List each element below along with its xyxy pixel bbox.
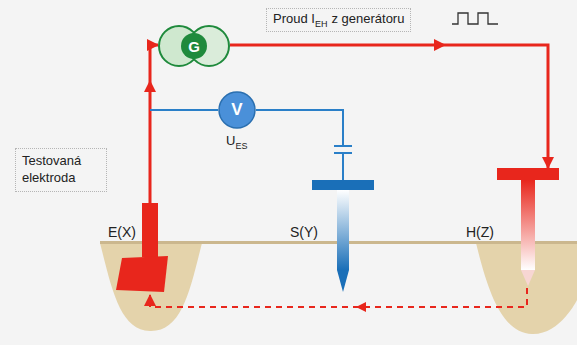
generator-symbol: G — [158, 22, 230, 70]
current-wire — [150, 288, 527, 307]
capacitor-symbol — [334, 145, 352, 147]
electrode-label: S(Y) — [290, 224, 318, 240]
current-label: Proud IEHz generátoru — [266, 8, 411, 32]
subscript: EH — [315, 19, 328, 29]
current-wire — [150, 45, 158, 203]
note-text: Testovaná elektroda — [22, 153, 100, 187]
label-text: z generátoru — [331, 11, 404, 26]
probe-bar — [312, 180, 374, 190]
symbol-letter: V — [218, 91, 256, 129]
electrode-label: H(Z) — [466, 224, 494, 240]
label-text: U — [226, 133, 235, 148]
electrode-rod — [142, 203, 158, 257]
electrode: H(Z) — [464, 168, 560, 288]
probe-shaft — [337, 190, 349, 270]
probe-tip — [337, 270, 349, 292]
electrode: E(X) — [106, 203, 172, 295]
capacitor-gap — [333, 146, 353, 153]
voltage-wire — [256, 110, 343, 180]
electrode: S(Y) — [288, 180, 374, 292]
capacitor-symbol — [334, 152, 352, 154]
probe-tip — [521, 270, 535, 286]
symbol-letter: G — [158, 22, 230, 70]
probe-bar — [497, 168, 559, 180]
electrode-plate — [116, 256, 168, 292]
subscript: ES — [235, 141, 247, 151]
voltmeter-symbol: V — [218, 91, 256, 129]
square-wave-symbol — [452, 13, 498, 24]
electrode-label: E(X) — [108, 224, 136, 240]
label-text: Proud I — [273, 11, 315, 26]
voltage-wire — [150, 109, 218, 111]
probe-shaft — [521, 180, 535, 270]
current-wire — [230, 45, 548, 168]
voltage-label: UES — [226, 133, 247, 151]
note-box: Testovaná elektroda — [15, 148, 107, 192]
